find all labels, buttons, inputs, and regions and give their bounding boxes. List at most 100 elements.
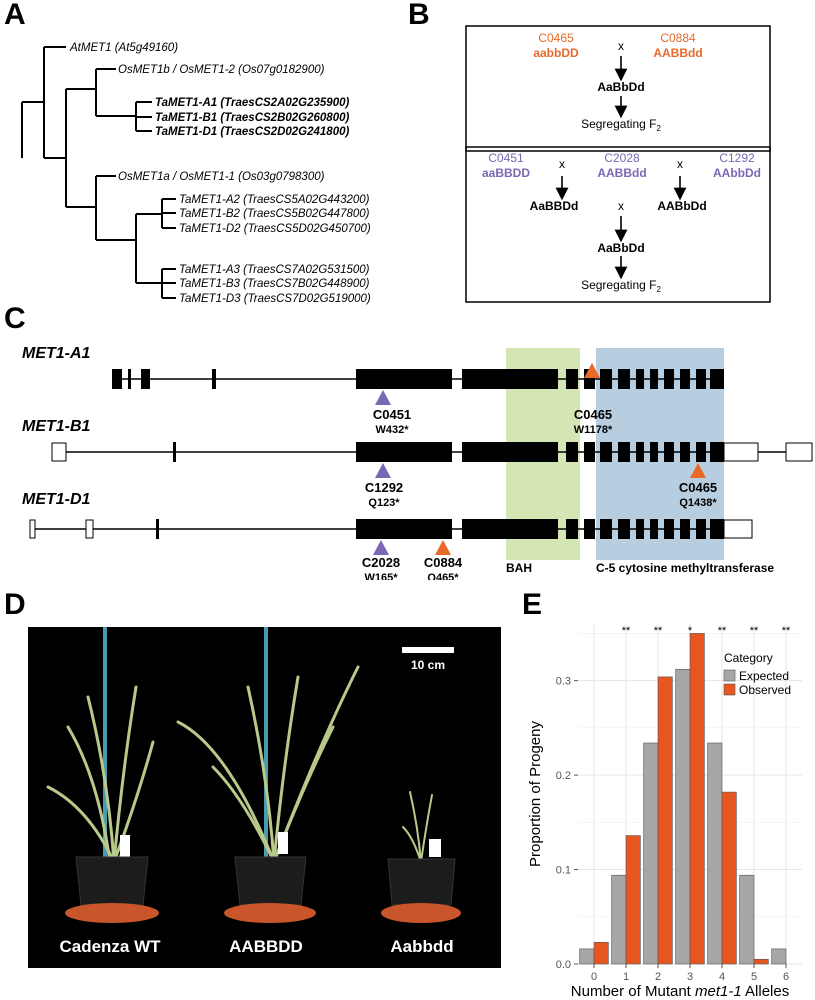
parent-genotype: aabbDD [533,46,579,60]
plant-cadenza-wt [46,627,159,923]
cross-box-2 [465,146,771,303]
panel-label-d: D [4,588,26,621]
mutation-change: Q1438* [679,497,717,509]
y-tick-label: 0.3 [556,676,571,688]
tree-taxon-label: OsMET1b / OsMET1-2 (Os07g0182900) [118,64,325,76]
mutation-line: C2028 [362,555,400,570]
mutation-line: C1292 [365,480,403,495]
bar-observed [625,835,641,965]
parent-line-label: C0884 [660,31,696,45]
parent-line-label: C0465 [538,31,574,45]
tree-taxon-label: TaMET1-D2 (TraesCS5D02G450700) [179,223,371,235]
cross-box-1 [465,25,771,152]
y-axis-ticks: 0.00.10.20.3 [556,676,578,971]
cross-symbol: x [618,199,624,213]
legend-swatch [723,669,736,682]
significance-mark: ** [782,625,791,637]
parent-genotype: aaBBDD [482,166,530,180]
tree-taxon-label: TaMET1-B3 (TraesCS7B02G448900) [179,278,370,290]
bar-expected [707,742,723,965]
plant-label: Cadenza WT [59,937,161,956]
parent-genotype: AAbbDd [713,166,761,180]
bar-observed [657,676,673,965]
mutation-change: Q465* [427,572,459,580]
bar-expected [643,742,659,965]
gene-model-d1 [29,519,753,539]
parent-line-label: C0451 [488,151,524,165]
tree-taxon-label: AtMET1 (At5g49160) [69,42,178,54]
gene-structure-diagram: MET1-A1 MET1-B1 MET1-D1 [22,345,813,580]
bar-expected [579,948,595,965]
tree-branches [21,46,176,299]
panel-label-a: A [4,0,26,31]
significance-mark: * [688,625,693,637]
y-tick-label: 0.0 [556,959,571,971]
f1-genotype: AABbDd [657,199,706,213]
significance-mark: ** [622,625,631,637]
crossing-scheme: C0465 aabbDD C0884 AABBdd x AaBbDd Segre… [465,25,771,303]
x-tick-label: 6 [783,971,789,983]
plant-aabbdd-mutant [381,791,461,923]
tree-taxon-label: TaMET1-A3 (TraesCS7A02G531500) [179,264,370,276]
mutation-change: W432* [375,424,409,436]
gene-model-a1 [112,369,724,389]
mutation-line: C0465 [679,480,717,495]
mutation-change: W165* [364,572,398,580]
cross-symbol: x [677,157,683,171]
mutation-marker [373,540,389,555]
gene-name: MET1-A1 [22,345,91,362]
parent-genotype: AABBdd [653,46,702,60]
bar-observed [721,791,737,965]
plant-aabbdd-control [176,627,360,923]
tree-taxon-label: TaMET1-A1 (TraesCS2A02G235900) [155,97,349,109]
segregating-label: Segregating F2 [581,278,661,294]
mutation-marker [690,463,706,478]
panel-label-c: C [4,302,26,335]
tree-taxon-label: TaMET1-B2 (TraesCS5B02G447800) [179,208,370,220]
x-tick-label: 3 [687,971,693,983]
tree-taxon-label: OsMET1a / OsMET1-1 (Os03g0798300) [118,171,325,183]
f1-genotype: AaBbDd [597,80,644,94]
bar-observed [753,958,769,965]
tree-taxon-label: TaMET1-A2 (TraesCS5A02G443200) [179,194,370,206]
legend-label: Observed [739,683,791,697]
f2-genotype: AaBbDd [597,241,644,255]
mutation-marker [375,390,391,405]
phylogenetic-tree: AtMET1 (At5g49160) OsMET1b / OsMET1-2 (O… [21,42,371,305]
gene-model-b1 [51,442,813,462]
scale-bar-label: 10 cm [411,658,445,672]
domain-label: BAH [506,561,532,575]
x-tick-label: 0 [591,971,597,983]
x-tick-label: 2 [655,971,661,983]
gene-name: MET1-D1 [22,491,91,508]
mutation-line: C0451 [373,407,411,422]
legend-label: Expected [739,669,789,683]
bar-expected [771,948,787,965]
significance-mark: ** [718,625,727,637]
bar-observed [689,633,705,965]
parent-line-label: C2028 [604,151,640,165]
tree-taxon-label: TaMET1-D1 (TraesCS2D02G241800) [155,126,349,138]
plant-illustration: 10 cm [46,627,461,956]
domain-label: C-5 cytosine methyltransferase [596,561,774,575]
y-tick-label: 0.1 [556,865,571,877]
x-tick-label: 5 [751,971,757,983]
bar-expected [675,669,691,965]
mutation-marker [584,363,600,378]
x-tick-label: 1 [623,971,629,983]
mutation-marker [435,540,451,555]
parent-line-label: C1292 [719,151,755,165]
mutation-line: C0884 [424,555,463,570]
y-axis-label: Proportion of Progeny [527,721,544,867]
x-axis-label: Number of Mutant met1-1 Alleles [571,983,789,1000]
f1-genotype: AaBBDd [530,199,579,213]
bar-expected [611,874,627,965]
plant-label: Aabbdd [390,937,453,956]
mutation-change: W1178* [574,424,613,436]
gene-name: MET1-B1 [22,418,91,435]
mutation-change: Q123* [368,497,400,509]
significance-marks: *********** [622,625,791,637]
